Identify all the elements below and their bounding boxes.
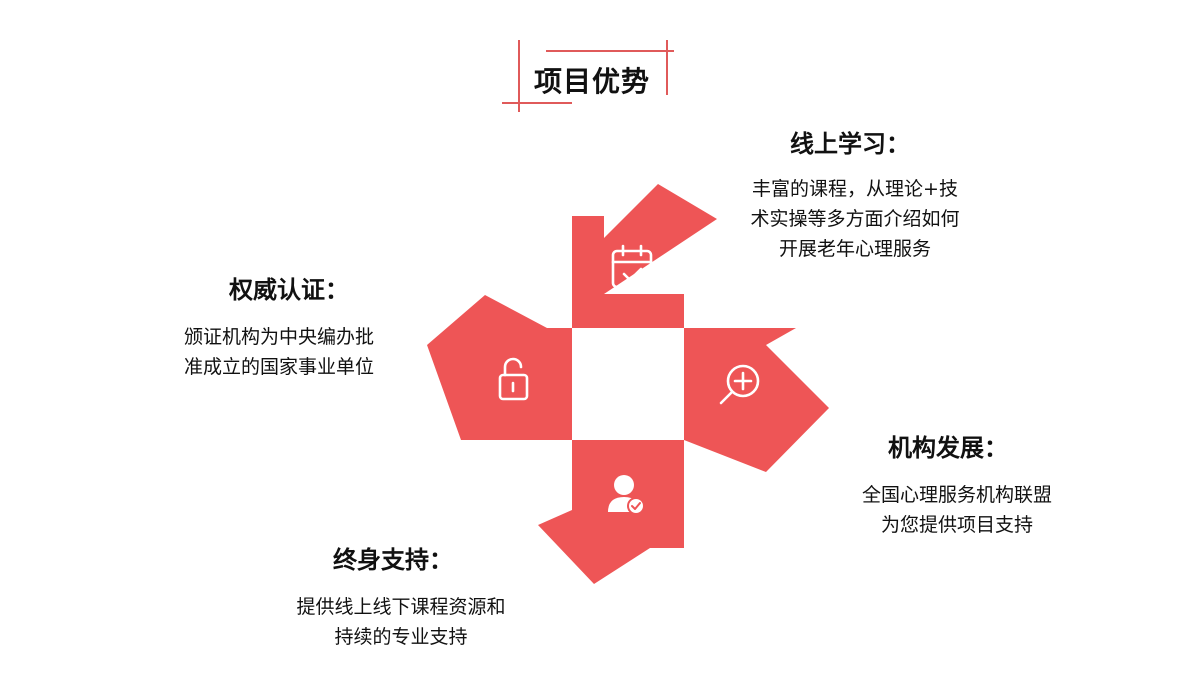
lifelong-support-title: 终身支持：	[333, 546, 453, 574]
title-frame-line	[502, 102, 572, 104]
title-frame-line	[518, 40, 520, 112]
desc-line: 全国心理服务机构联盟	[861, 484, 1052, 506]
online-learning-desc: 丰富的课程，从理论+技 术实操等多方面介绍如何 开展老年心理服务	[735, 174, 975, 264]
title-frame-line	[546, 50, 674, 52]
desc-line: 颁证机构为中央编办批	[184, 326, 375, 348]
online-learning-title: 线上学习：	[790, 130, 910, 158]
title-frame-line	[666, 40, 668, 95]
institution-dev-desc: 全国心理服务机构联盟 为您提供项目支持	[842, 480, 1072, 540]
desc-line: 为您提供项目支持	[880, 514, 1033, 536]
desc-line: 持续的专业支持	[334, 626, 468, 648]
unlock-icon	[498, 357, 529, 401]
desc-line: 丰富的课程，从理论+技	[752, 178, 958, 200]
calendar-check-icon	[611, 244, 653, 289]
arrow-right	[684, 328, 829, 472]
title-frame: 项目优势	[500, 40, 675, 115]
desc-line: 开展老年心理服务	[778, 238, 931, 260]
desc-line: 准成立的国家事业单位	[184, 356, 375, 378]
desc-line: 术实操等多方面介绍如何	[750, 208, 960, 230]
institution-dev-title: 机构发展：	[888, 434, 1008, 462]
authority-cert-title: 权威认证：	[229, 276, 349, 304]
user-check-icon	[608, 475, 645, 515]
arrow-top	[572, 184, 717, 328]
page-title: 项目优势	[534, 65, 651, 98]
desc-line: 提供线上线下课程资源和	[296, 596, 506, 618]
authority-cert-desc: 颁证机构为中央编办批 准成立的国家事业单位	[184, 322, 374, 382]
lifelong-support-desc: 提供线上线下课程资源和 持续的专业支持	[276, 592, 526, 652]
arrow-left	[427, 295, 572, 440]
zoom-in-icon	[719, 364, 760, 405]
